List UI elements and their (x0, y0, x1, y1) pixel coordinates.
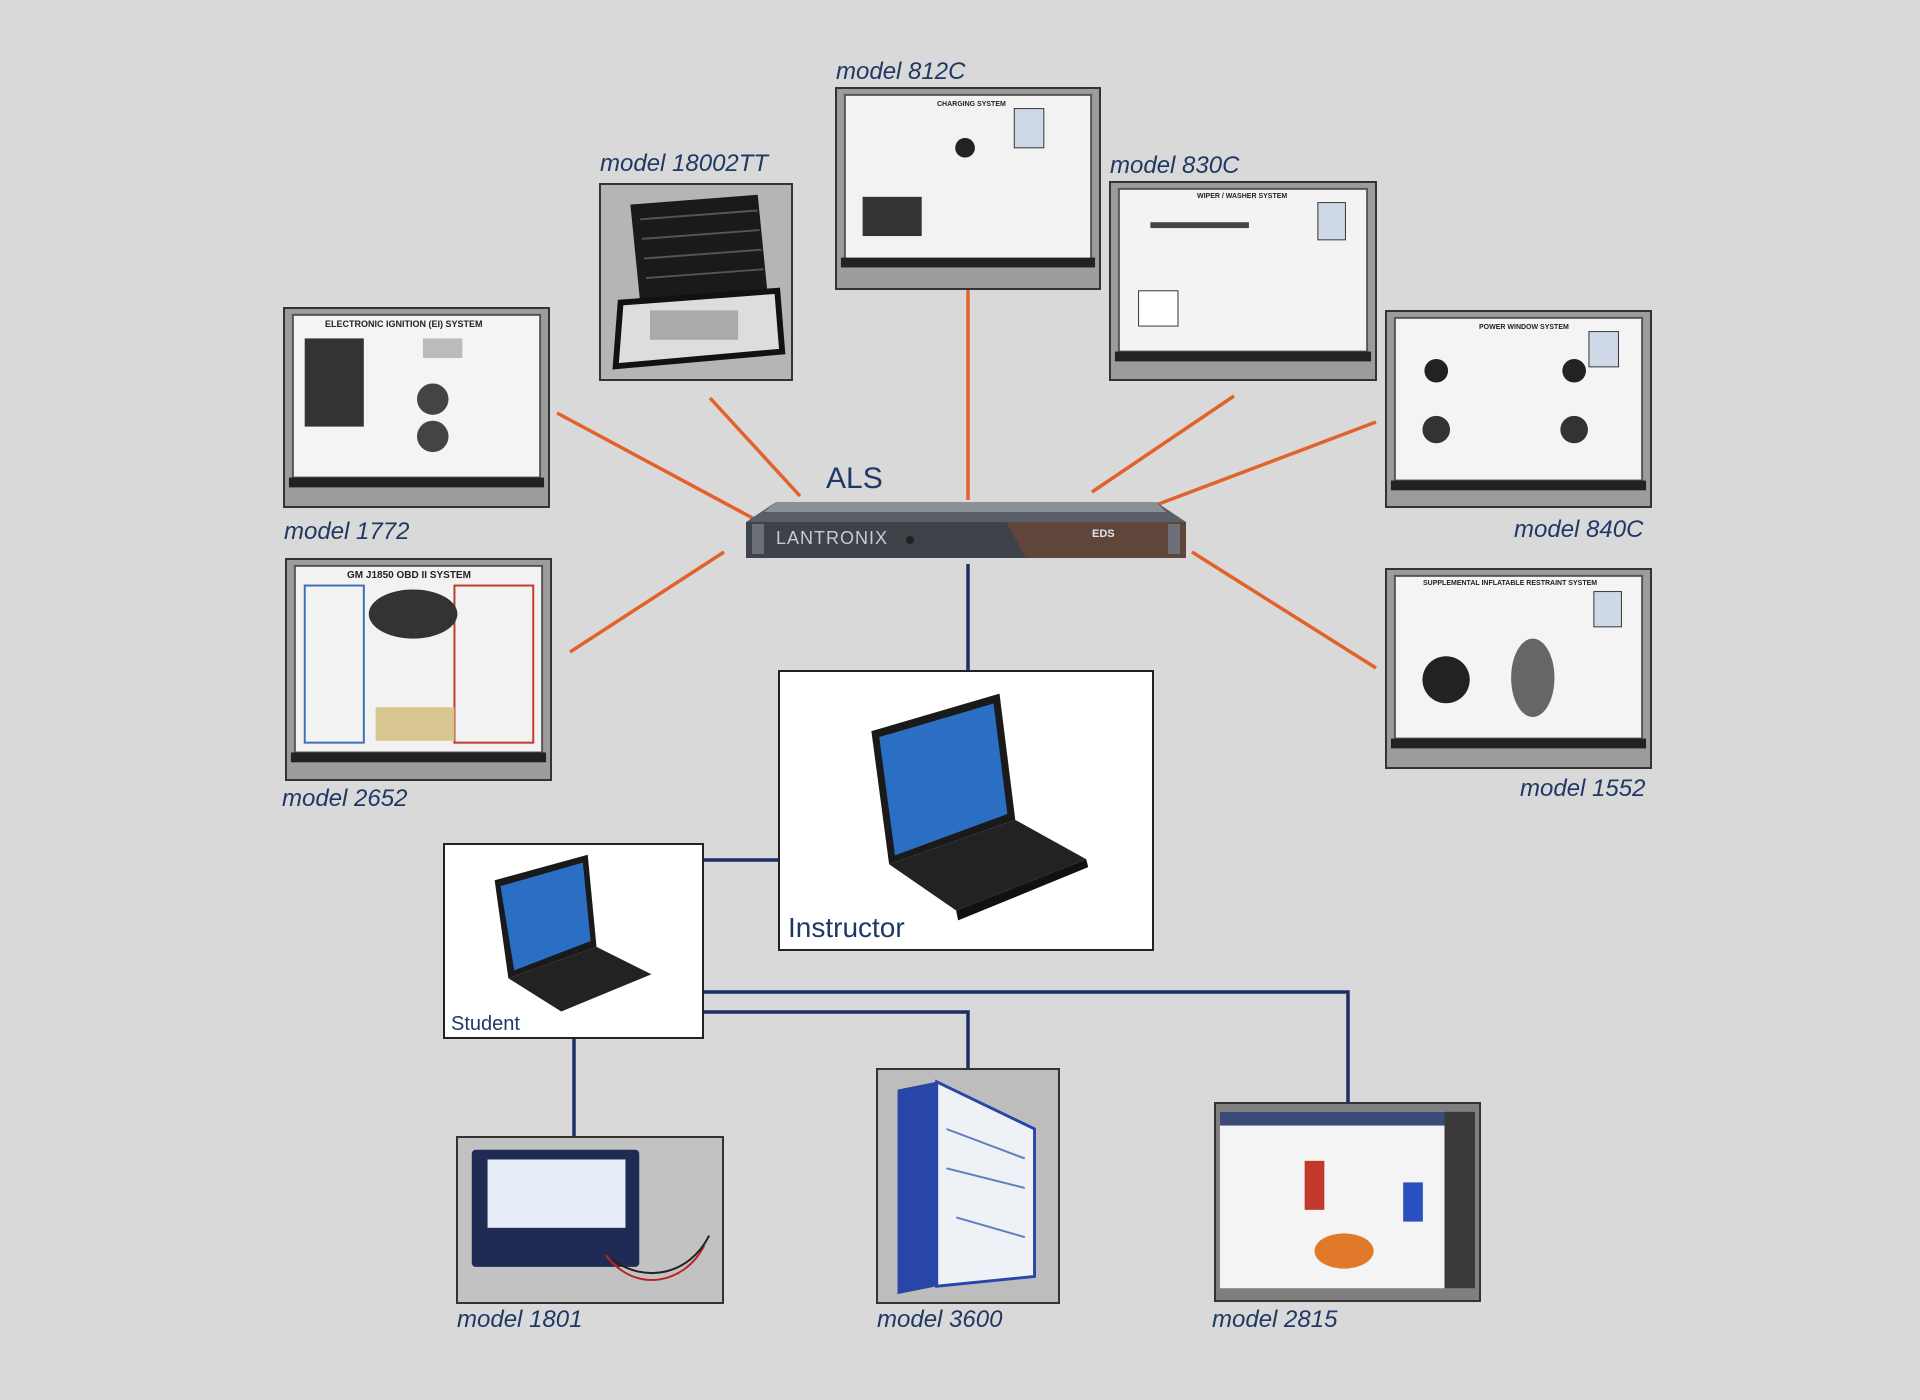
link-student-2815 (703, 990, 1350, 1102)
trainer-1801[interactable] (456, 1136, 724, 1304)
link-2652 (569, 550, 725, 654)
panel-title-1552: SUPPLEMENTAL INFLATABLE RESTRAINT SYSTEM (1423, 580, 1598, 587)
link-student-3600 (703, 1010, 970, 1068)
label-830c: model 830C (1110, 152, 1240, 179)
lantronix-device: LANTRONIX EDS (746, 496, 1186, 564)
laptop-icon (871, 693, 1089, 921)
trainer-2815[interactable] (1214, 1102, 1481, 1302)
trainer-812c[interactable]: CHARGING SYSTEM (835, 87, 1101, 290)
link-1772 (556, 411, 761, 524)
instructor-label: Instructor (788, 912, 905, 943)
student-label: Student (451, 1013, 520, 1035)
link-1552 (1191, 550, 1377, 670)
trainer-18002tt[interactable] (599, 183, 793, 381)
panel-title-1772: ELECTRONIC IGNITION (EI) SYSTEM (325, 319, 483, 329)
trainer-840c[interactable]: POWER WINDOW SYSTEM (1385, 310, 1652, 508)
panel-title-830c: WIPER / WASHER SYSTEM (1197, 193, 1288, 200)
student-laptop[interactable]: Student (443, 843, 704, 1039)
label-1552: model 1552 (1520, 775, 1646, 802)
trainer-1772[interactable]: ELECTRONIC IGNITION (EI) SYSTEM (283, 307, 550, 508)
trainer-830c[interactable]: WIPER / WASHER SYSTEM (1109, 181, 1377, 381)
panel-title-812c: CHARGING SYSTEM (937, 101, 1006, 108)
label-2815: model 2815 (1212, 1306, 1338, 1333)
link-830c (1091, 394, 1235, 494)
link-840c (1147, 420, 1377, 510)
laptop-icon (494, 854, 652, 1012)
label-2652: model 2652 (282, 785, 408, 812)
device-brand: LANTRONIX (776, 528, 889, 548)
trainer-2652[interactable]: GM J1850 OBD II SYSTEM (285, 558, 552, 781)
device-model: EDS (1092, 528, 1115, 540)
label-18002tt: model 18002TT (600, 150, 769, 177)
panel-title-840c: POWER WINDOW SYSTEM (1479, 324, 1569, 331)
label-3600: model 3600 (877, 1306, 1003, 1333)
panel-title-2652: GM J1850 OBD II SYSTEM (347, 570, 471, 581)
label-1801: model 1801 (457, 1306, 583, 1333)
hub-title: ALS (826, 462, 883, 495)
link-18002tt (708, 396, 802, 498)
label-812c: model 812C (836, 58, 966, 85)
label-840c: model 840C (1514, 516, 1644, 543)
label-1772: model 1772 (284, 518, 410, 545)
trainer-3600[interactable] (876, 1068, 1060, 1304)
trainer-1552[interactable]: SUPPLEMENTAL INFLATABLE RESTRAINT SYSTEM (1385, 568, 1652, 769)
instructor-laptop[interactable]: Instructor (778, 670, 1154, 951)
